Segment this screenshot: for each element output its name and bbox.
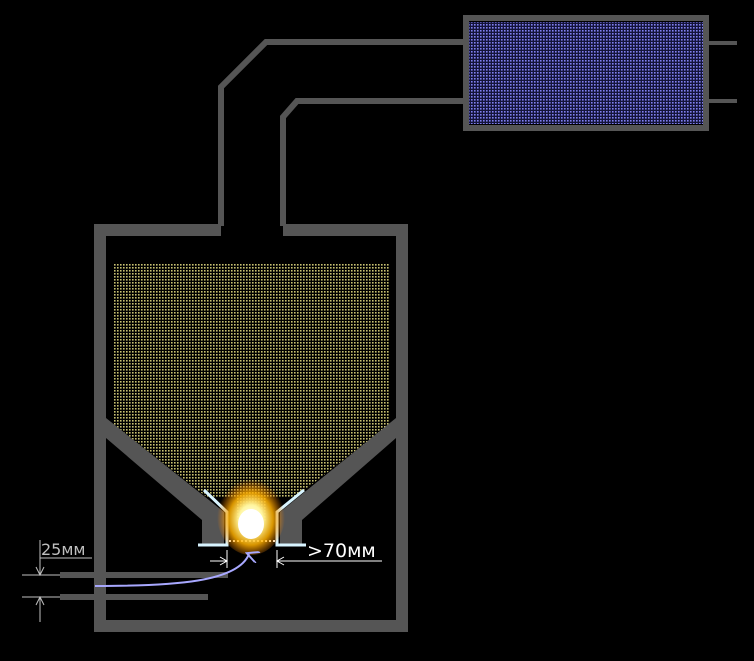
outlet-pipe-inner bbox=[280, 98, 466, 226]
flame bbox=[217, 475, 285, 555]
cooling-tank-water bbox=[466, 22, 704, 124]
cooling-tank bbox=[463, 15, 737, 131]
hopper-wall bbox=[94, 224, 408, 632]
pipe-gap-arrow-upper bbox=[35, 566, 45, 577]
outlet-pipe-outer bbox=[218, 39, 466, 226]
nozzle-clearance-dimension: >70мм bbox=[210, 540, 382, 568]
air-inlet-pipe bbox=[60, 554, 249, 600]
flame-core bbox=[238, 509, 264, 539]
pipe-gap-label: 25мм bbox=[41, 540, 86, 559]
fuel-charge bbox=[113, 263, 390, 522]
air-flow-arrow bbox=[94, 554, 249, 587]
nozzle-clearance-label: >70мм bbox=[307, 540, 376, 562]
hopper-cone-right bbox=[280, 418, 396, 546]
cooling-tank-wall bbox=[463, 15, 709, 131]
hopper-cone-left bbox=[106, 418, 224, 546]
pipe-gap-arrow-lower bbox=[35, 595, 45, 606]
pipe-gap-dimension: 25мм bbox=[22, 540, 92, 622]
outlet-pipes bbox=[218, 39, 466, 226]
hopper bbox=[94, 224, 408, 632]
